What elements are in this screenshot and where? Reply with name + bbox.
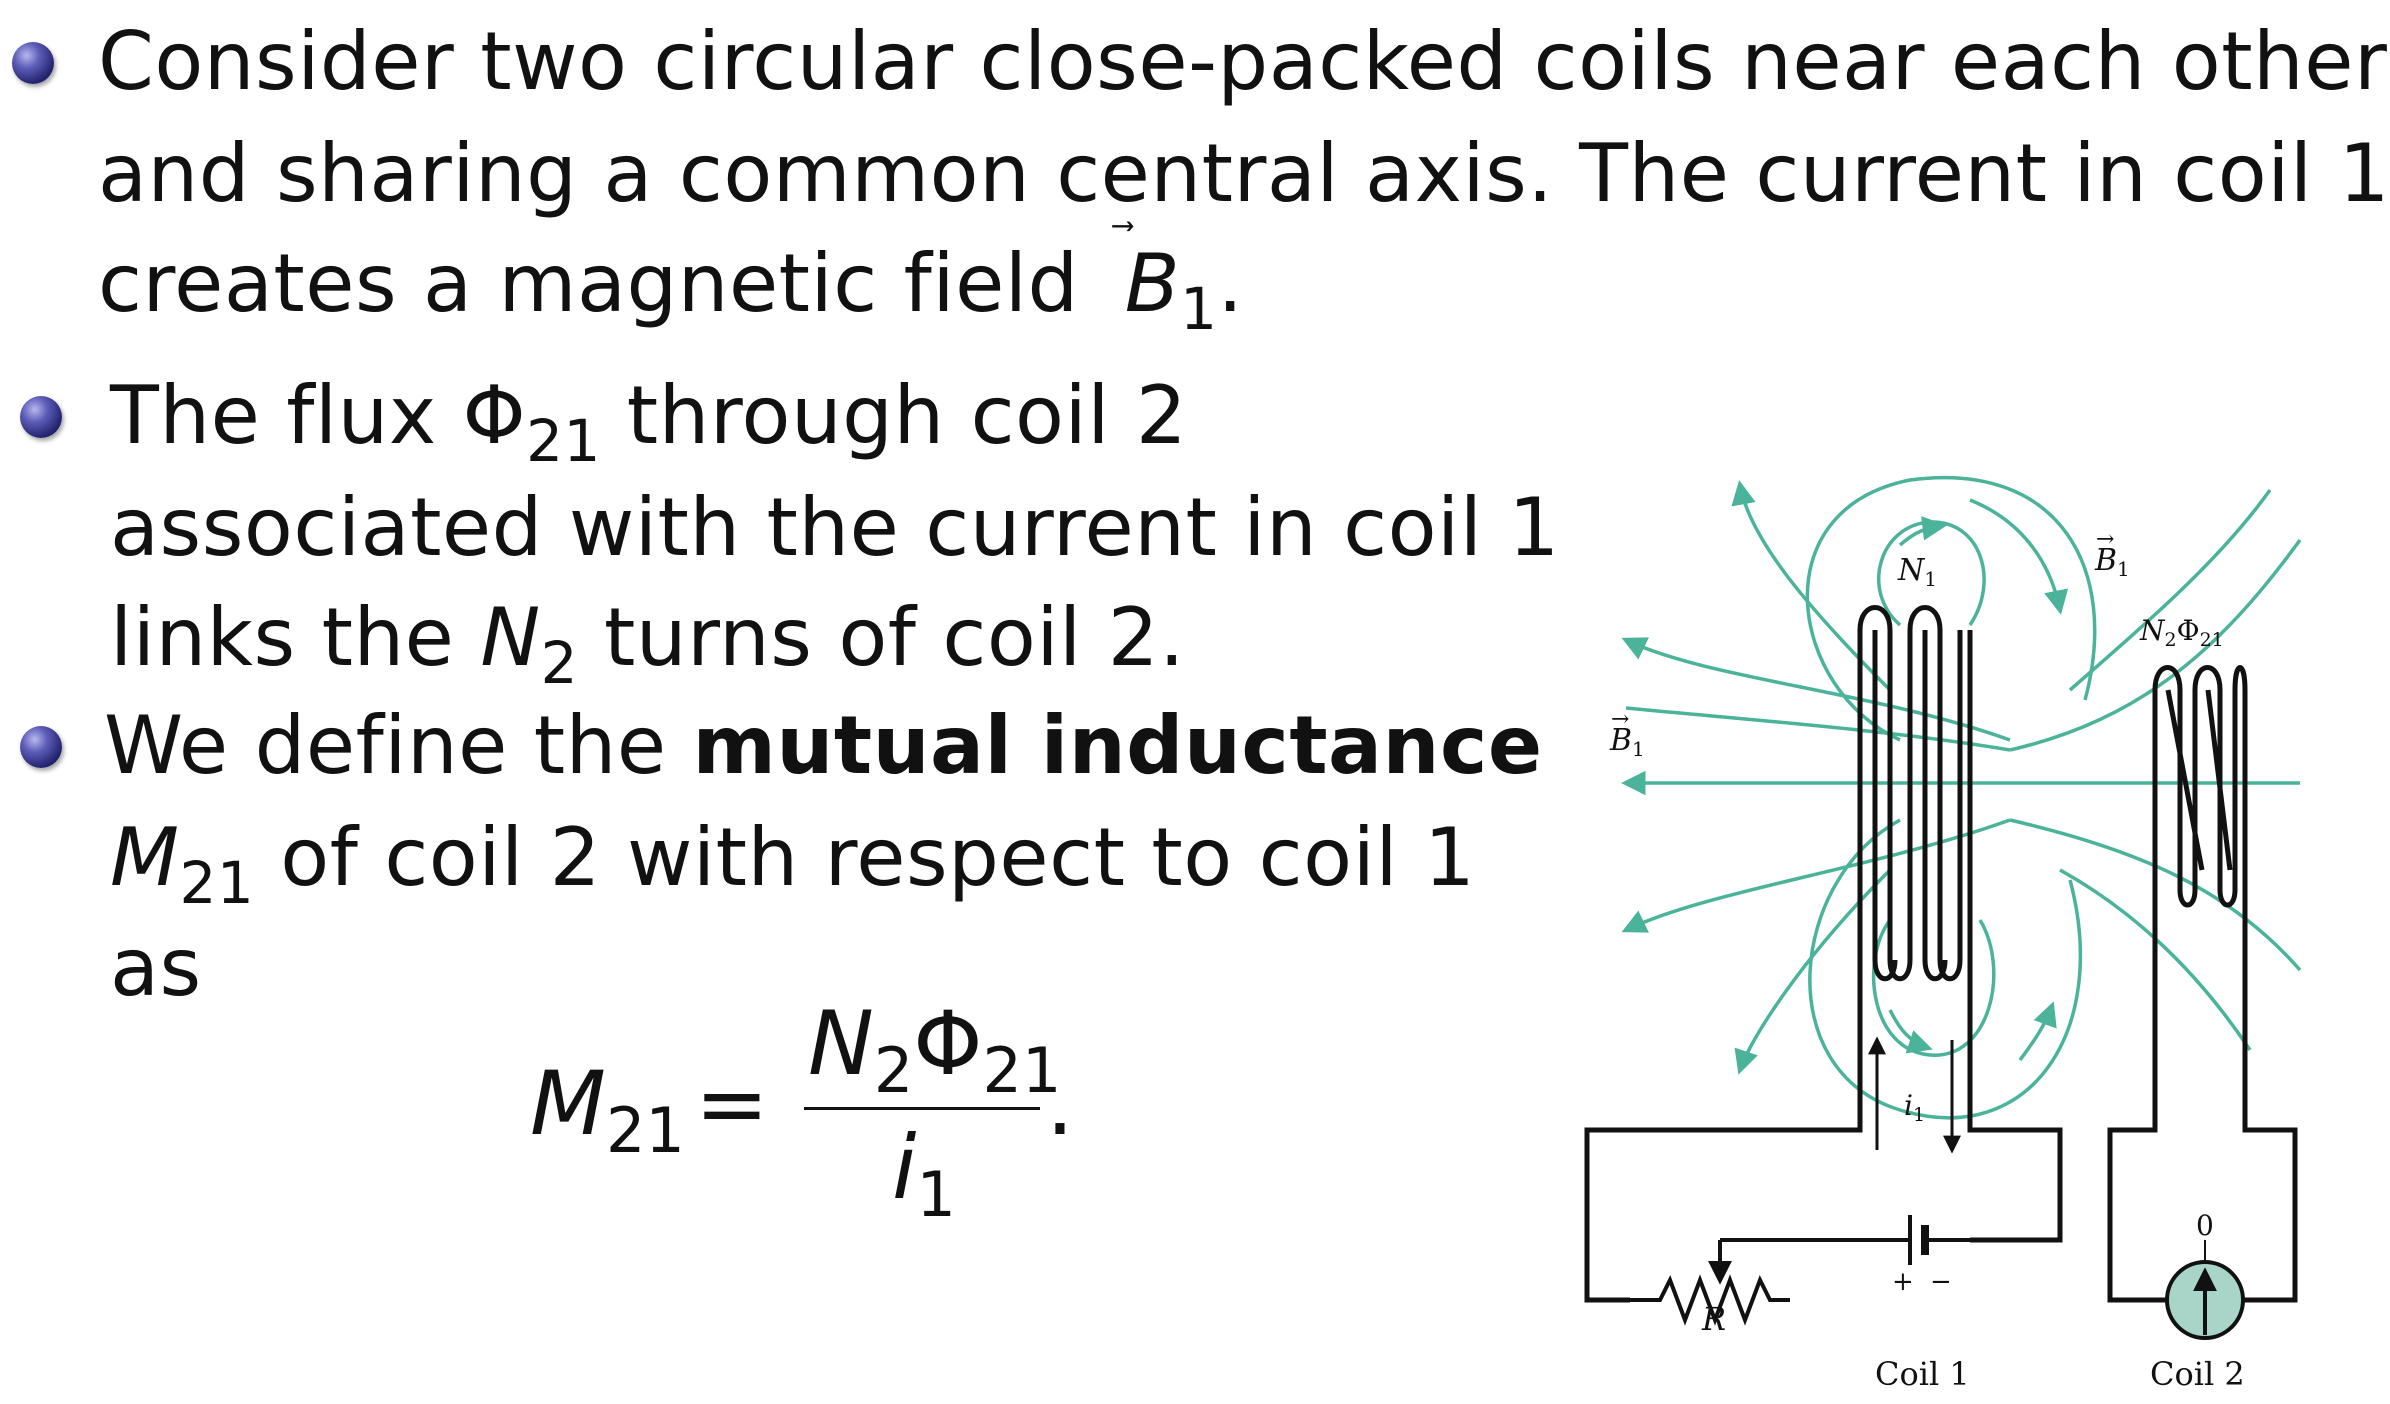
resistor-zigzag <box>1630 1274 1790 1326</box>
bullet-3-text-a: We define the <box>104 699 693 792</box>
field-symbol-b1: ⃗B <box>1124 214 1181 330</box>
bullet-3-line-2: M21 of coil 2 with respect to coil 1 <box>110 818 1475 913</box>
fan-line-8 <box>2059 868 2252 1051</box>
field-symbol: B <box>1124 237 1181 330</box>
equation-end-period: . <box>1046 1052 1074 1155</box>
fan-line-3 <box>1731 480 1892 692</box>
m-sub: 21 <box>179 849 255 917</box>
bullet-1-line-3: creates a magnetic field ⃗B1. <box>98 214 1243 338</box>
n-symbol: N <box>480 591 541 684</box>
equation-numerator: N2Φ21 <box>808 1000 1061 1102</box>
equation-denominator: i1 <box>892 1124 956 1226</box>
fan-line-4 <box>1621 818 2011 933</box>
coil-2-cross-2 <box>2205 689 2233 871</box>
bullet-3-line-1: We define the mutual inductance <box>104 706 1543 786</box>
coil-2-cross-1 <box>2165 689 2205 871</box>
bullet-2-text-b: through coil 2 <box>600 369 1188 462</box>
coil-1-right-lead <box>1967 630 2063 1243</box>
label-b1-left-arrow: → <box>1611 707 1629 732</box>
flux-symbol: Φ <box>462 369 527 462</box>
label-n2-phi21: N2Φ21 <box>2139 614 2224 651</box>
coil-2-right-lead <box>2240 690 2298 1303</box>
bullet-2-text-c: links the <box>110 591 481 684</box>
flux-sub: 21 <box>526 407 601 475</box>
equation-lhs-symbol: M <box>530 1052 606 1155</box>
top-loop-inner-arrow <box>1898 516 1947 547</box>
equation-num-n-sub: 2 <box>873 1034 914 1107</box>
bullet-2-line-2: associated with the current in coil 1 <box>110 481 1560 574</box>
equation-den-i: i <box>892 1116 917 1219</box>
equation-num-n: N <box>808 992 874 1095</box>
fan-line-7 <box>2009 818 2302 972</box>
bullet-2-text-d: turns of coil 2. <box>578 591 1186 684</box>
n-sub: 2 <box>540 629 579 697</box>
fan-line-5 <box>1734 868 1892 1075</box>
mutual-inductance-term: mutual inductance <box>692 699 1543 792</box>
bullet-1-line-3-text: creates a magnetic field <box>98 237 1079 330</box>
coil-1-winding-3 <box>1872 630 1898 982</box>
caption-coil-1: Coil 1 <box>1875 1355 1970 1393</box>
coil-2-left-lead <box>2107 690 2200 1303</box>
bottom-loop-outer <box>1808 818 2083 1120</box>
m-symbol: M <box>110 811 180 904</box>
coil-1-winding-2 <box>1907 605 1963 982</box>
resistor <box>1630 1238 1910 1326</box>
label-i1: i1 <box>1904 1089 1925 1126</box>
bullet-3-text-b: of coil 2 with respect to coil 1 <box>254 811 1476 904</box>
label-b1-top-arrow: → <box>2096 527 2114 552</box>
label-b1-left: B1 <box>1609 723 1645 761</box>
fan-line-9 <box>2068 488 2272 692</box>
fan-line-2 <box>1625 706 2011 752</box>
figure-labels: B1 → B1 → N1 N2Φ21 i1 R + − 0 Coil 1 Coi… <box>1609 527 2245 1393</box>
bullet-marker-2 <box>20 396 62 438</box>
bottom-loop-inner-arrow <box>1888 1009 1933 1054</box>
caption-coil-2: Coil 2 <box>2150 1355 2245 1393</box>
bullet-marker-1 <box>12 42 54 84</box>
fraction-bar <box>804 1107 1040 1110</box>
coil-1-winding-1 <box>1857 605 1913 982</box>
top-loop-outer-arrow <box>1969 498 2069 615</box>
bullet-marker-3 <box>20 726 62 768</box>
label-battery-minus: − <box>1930 1267 1952 1297</box>
coil-1-winding-4 <box>1922 630 1948 982</box>
equation-num-phi-sub: 21 <box>982 1034 1062 1107</box>
coil-2-winding-2 <box>2192 665 2248 908</box>
fan-line-6 <box>2009 538 2302 752</box>
end-punct: . <box>1217 237 1244 330</box>
label-battery-plus: + <box>1892 1267 1914 1297</box>
current-arrows <box>1868 1036 1961 1154</box>
battery <box>1908 1215 1970 1265</box>
mutual-inductance-figure: B1 → B1 → N1 N2Φ21 i1 R + − 0 Coil 1 Coi… <box>1584 475 2302 1393</box>
bullet-2-line-3: links the N2 turns of coil 2. <box>110 598 1185 693</box>
fan-line-1 <box>1621 637 2011 742</box>
top-loop-outer <box>1805 475 2097 742</box>
coil-2-winding-1 <box>2152 665 2198 908</box>
label-n1: N1 <box>1897 553 1937 591</box>
bullet-1-line-2: and sharing a common central axis. The c… <box>98 127 2390 220</box>
bottom-loop-outer-arrow <box>2018 1001 2057 1062</box>
bullet-2-text-a: The flux <box>110 369 463 462</box>
galvanometer <box>2165 1240 2245 1340</box>
equation-num-phi: Φ <box>913 992 983 1095</box>
coil-1 <box>1584 605 2063 1303</box>
bullet-2-line-1: The flux Φ21 through coil 2 <box>110 376 1187 471</box>
equation-lhs: M21 <box>530 1060 685 1162</box>
equation-den-i-sub: 1 <box>916 1158 956 1231</box>
equation-equals: = <box>695 1052 769 1155</box>
coil-2 <box>2107 665 2298 1303</box>
label-r: R <box>1701 1300 1726 1338</box>
equation-lhs-sub: 21 <box>605 1094 685 1167</box>
bullet-3-line-3: as <box>110 921 202 1014</box>
field-lines <box>1621 475 2302 1120</box>
label-meter-zero: 0 <box>2196 1209 2214 1242</box>
bullet-1-line-1: Consider two circular close-packed coils… <box>98 15 2388 108</box>
field-sub: 1 <box>1180 275 1218 343</box>
coil-1-left-lead <box>1584 630 1863 1303</box>
label-b1-top: B1 <box>2094 543 2130 581</box>
